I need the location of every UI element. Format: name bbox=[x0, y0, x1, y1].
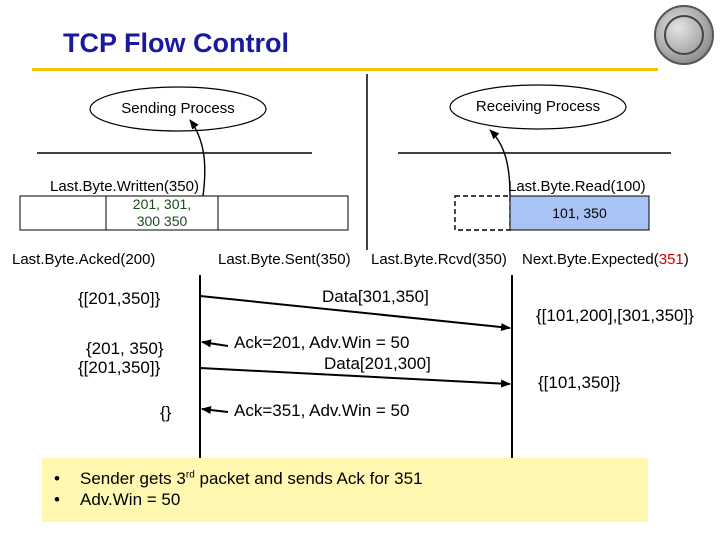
next-byte-expected-prefix: Next.Byte.Expected( bbox=[522, 251, 659, 268]
receiver-state-2: {[101,350]} bbox=[538, 373, 621, 392]
pointer-arrow-last-byte-read bbox=[489, 129, 511, 197]
data-arrow-2 bbox=[199, 367, 511, 388]
receiver-buffer-read-part bbox=[454, 195, 511, 231]
pointer-arrow-last-byte-written bbox=[189, 119, 206, 197]
sender-buffer-line-2: 300 350 bbox=[136, 213, 188, 229]
receiving-process-label: Receiving Process bbox=[475, 98, 601, 115]
note-bullet-2: • bbox=[54, 490, 60, 510]
slide-title: TCP Flow Control bbox=[63, 28, 289, 58]
sending-process-label: Sending Process bbox=[121, 100, 235, 117]
data-message-1: Data[301,350] bbox=[322, 287, 429, 306]
last-byte-rcvd-label: Last.Byte.Rcvd(350) bbox=[371, 251, 507, 268]
receiver-buffer-range: 101, 350 bbox=[552, 205, 607, 221]
note-1-before: Sender gets 3 bbox=[80, 469, 186, 488]
sender-state-3: {} bbox=[160, 403, 172, 422]
receiver-state-1: {[101,200],[301,350]} bbox=[536, 306, 694, 325]
sender-state-1: {[201,350]} bbox=[78, 289, 161, 308]
ack-arrow-2 bbox=[201, 406, 229, 415]
data-message-2: Data[201,300] bbox=[324, 354, 431, 373]
data-arrow-1 bbox=[199, 295, 511, 332]
ack-message-1: Ack=201, Adv.Win = 50 bbox=[234, 333, 410, 352]
sender-buffer-line-1: 201, 301, bbox=[132, 196, 192, 212]
sending-process-ellipse bbox=[89, 86, 267, 132]
ack-arrow-1 bbox=[201, 339, 229, 348]
sender-state-2a: {201, 350} bbox=[86, 339, 164, 358]
notes-box bbox=[42, 458, 648, 522]
last-byte-written-label: Last.Byte.Written(350) bbox=[50, 178, 199, 195]
ack-message-2: Ack=351, Adv.Win = 50 bbox=[234, 401, 410, 420]
bullet-glyph-2: • bbox=[54, 490, 60, 509]
last-byte-sent-label: Last.Byte.Sent(350) bbox=[218, 251, 351, 268]
note-2: Adv.Win = 50 bbox=[80, 490, 181, 509]
seal-inner-ring bbox=[664, 15, 704, 55]
last-byte-acked-label: Last.Byte.Acked(200) bbox=[12, 251, 156, 268]
sender-buffer-window bbox=[105, 195, 219, 231]
sender-state-2b: {[201,350]} bbox=[78, 358, 161, 377]
receiving-process-ellipse bbox=[449, 84, 627, 130]
note-1: Sender gets 3rd packet and sends Ack for… bbox=[80, 469, 423, 489]
next-byte-expected-label: Next.Byte.Expected(351) bbox=[522, 251, 689, 268]
last-byte-read-label: Last.Byte.Read(100) bbox=[508, 178, 646, 195]
next-byte-expected-suffix: ) bbox=[683, 251, 689, 268]
note-bullet-1: • bbox=[54, 469, 60, 489]
next-byte-expected-value: 351 bbox=[658, 251, 684, 268]
bullet-glyph-1: • bbox=[54, 469, 60, 488]
note-1-after: packet and sends Ack for 351 bbox=[194, 469, 423, 488]
sender-buffer-range: 201, 301, 300 350 bbox=[106, 196, 218, 230]
note-1-sup: rd bbox=[185, 469, 195, 481]
receiver-buffer bbox=[509, 195, 650, 231]
title-rule bbox=[32, 68, 658, 71]
